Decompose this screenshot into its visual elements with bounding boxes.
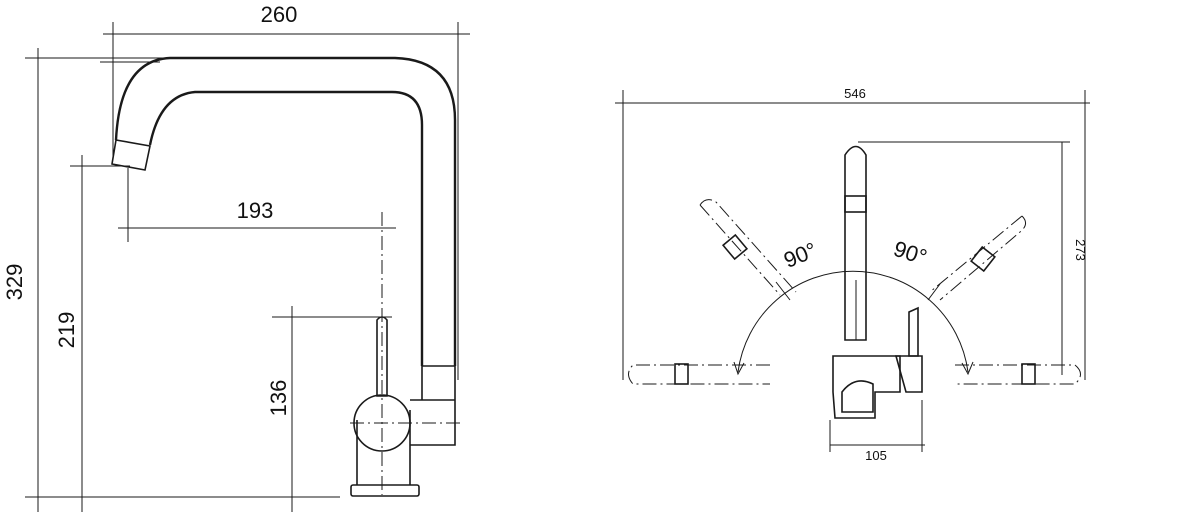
dim-base: 105 <box>865 448 887 463</box>
rotation-arc <box>737 270 969 373</box>
angle-right-label: 90° <box>891 236 930 270</box>
aerator-vertical <box>844 195 867 213</box>
lever-topview <box>908 306 919 357</box>
top-view: 546 273 105 90° 90° <box>615 86 1090 463</box>
dim-width: 260 <box>261 2 298 27</box>
ghost-spout-right-horizontal <box>955 363 1081 385</box>
base-plate <box>350 484 420 497</box>
angle-left-label: 90° <box>780 237 820 273</box>
body-topview <box>832 355 901 419</box>
spout-inner <box>148 90 424 366</box>
dim-height: 273 <box>1073 239 1088 261</box>
dim-total-height: 329 <box>2 264 27 301</box>
faucet-body <box>356 410 411 485</box>
arc-arrow-right <box>961 361 974 376</box>
ghost-spout-left-horizontal <box>628 363 770 385</box>
body-topview-inner <box>841 380 874 413</box>
handle-block-topview <box>894 355 923 393</box>
side-view: 329 219 136 260 193 <box>2 2 470 512</box>
ghost-spout-left-diagonal <box>699 199 797 301</box>
dim-spout-height: 219 <box>54 312 79 349</box>
ghost-spout-right-diagonal <box>927 215 1026 301</box>
spout-connector <box>410 365 456 446</box>
dim-span: 546 <box>844 86 866 101</box>
dim-reach: 193 <box>237 198 274 223</box>
spout-vertical <box>844 145 867 341</box>
dim-lever-height: 136 <box>266 380 291 417</box>
spout-outer <box>114 56 457 366</box>
arc-arrow-left <box>733 361 745 376</box>
